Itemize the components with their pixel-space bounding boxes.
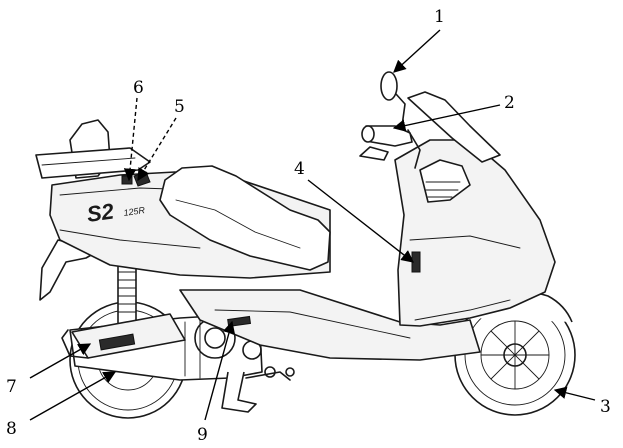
callout-4: 4	[294, 159, 305, 179]
callout-3: 3	[600, 397, 611, 417]
grab-rail	[35, 147, 151, 179]
callout-6: 6	[133, 78, 144, 98]
front-wheel	[454, 291, 576, 416]
windscreen	[407, 91, 501, 163]
leader-8	[29, 371, 117, 421]
callout-2: 2	[504, 93, 515, 113]
leader-9	[204, 320, 236, 421]
callout-8: 8	[6, 419, 17, 439]
leader-5	[137, 117, 177, 182]
exhaust-muffler	[61, 313, 186, 359]
callout-1: 1	[434, 7, 445, 27]
leader-4	[307, 179, 414, 263]
model-sub-badge-text: 125R	[123, 205, 146, 218]
front-legshield	[394, 139, 556, 327]
callout-5: 5	[174, 97, 185, 117]
callout-9: 9	[197, 425, 208, 445]
seat	[159, 165, 331, 271]
leader-2	[392, 104, 501, 132]
mirror	[380, 71, 406, 127]
model-badge: S2 125R	[85, 198, 146, 227]
callout-7: 7	[6, 377, 17, 397]
center-stand	[221, 366, 295, 413]
callout-leaders	[29, 29, 596, 421]
callout-labels: 1 2 3 4 5 6 7 8 9	[6, 7, 611, 445]
leader-7	[29, 343, 92, 379]
leader-1	[393, 29, 441, 73]
rear-shock	[117, 261, 137, 325]
model-badge-text: S2	[85, 198, 116, 227]
leader-3	[553, 386, 596, 401]
